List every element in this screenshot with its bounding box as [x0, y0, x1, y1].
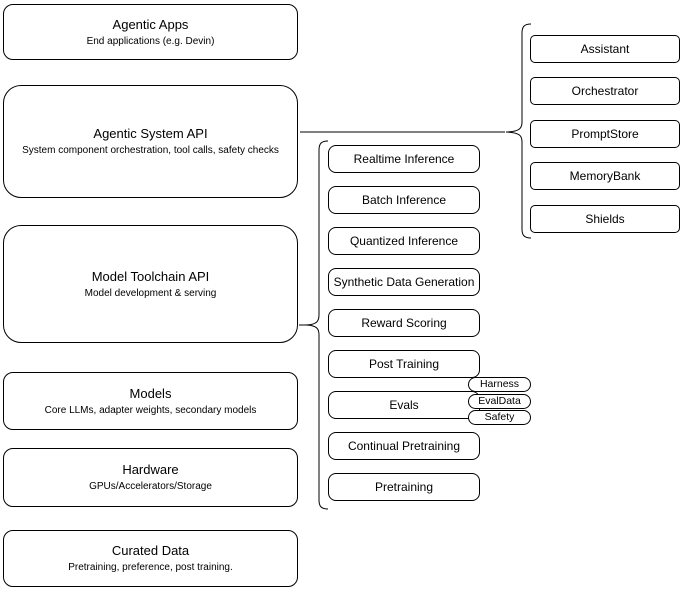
toolchain-group-brace	[305, 140, 329, 510]
node-agentic-apps-title: Agentic Apps	[112, 16, 189, 32]
node-memorybank: MemoryBank	[530, 162, 680, 190]
node-agentic-apps: Agentic Apps End applications (e.g. Devi…	[3, 4, 298, 60]
node-hardware-title: Hardware	[122, 462, 179, 477]
tag-evaldata: EvalData	[468, 394, 531, 409]
node-continual-pretraining: Continual Pretraining	[328, 432, 480, 460]
node-quantized-inference: Quantized Inference	[328, 227, 480, 255]
node-evals: Evals	[328, 391, 480, 419]
node-post-training: Post Training	[328, 350, 480, 378]
node-hardware-subtitle: GPUs/Accelerators/Storage	[89, 481, 212, 492]
node-hardware: Hardware GPUs/Accelerators/Storage	[3, 448, 298, 507]
node-promptstore: PromptStore	[530, 120, 680, 148]
system-group-brace	[505, 23, 532, 239]
node-curated-data-subtitle: Pretraining, preference, post training.	[68, 562, 233, 573]
node-models-title: Models	[129, 385, 172, 401]
node-pretraining: Pretraining	[328, 473, 480, 501]
node-curated-data-title: Curated Data	[111, 543, 190, 558]
node-shields: Shields	[530, 205, 680, 233]
node-realtime-inference: Realtime Inference	[328, 145, 480, 173]
node-batch-inference: Batch Inference	[328, 186, 480, 214]
node-models: Models Core LLMs, adapter weights, secon…	[3, 372, 298, 430]
node-orchestrator: Orchestrator	[530, 77, 680, 105]
node-model-toolchain-api-subtitle: Model development & serving	[84, 287, 217, 299]
node-assistant: Assistant	[530, 35, 680, 63]
node-model-toolchain-api-title: Model Toolchain API	[91, 268, 210, 284]
node-agentic-system-api: Agentic System API System component orch…	[3, 85, 298, 198]
tag-harness: Harness	[468, 377, 531, 392]
node-agentic-apps-subtitle: End applications (e.g. Devin)	[86, 35, 215, 47]
node-agentic-system-api-subtitle: System component orchestration, tool cal…	[22, 145, 279, 156]
node-model-toolchain-api: Model Toolchain API Model development & …	[3, 225, 298, 343]
node-curated-data: Curated Data Pretraining, preference, po…	[3, 530, 298, 587]
tag-safety: Safety	[468, 410, 531, 425]
node-models-subtitle: Core LLMs, adapter weights, secondary mo…	[44, 404, 257, 416]
node-synthetic-data-generation: Synthetic Data Generation	[328, 268, 480, 296]
node-agentic-system-api-title: Agentic System API	[93, 126, 208, 141]
node-reward-scoring: Reward Scoring	[328, 309, 480, 337]
